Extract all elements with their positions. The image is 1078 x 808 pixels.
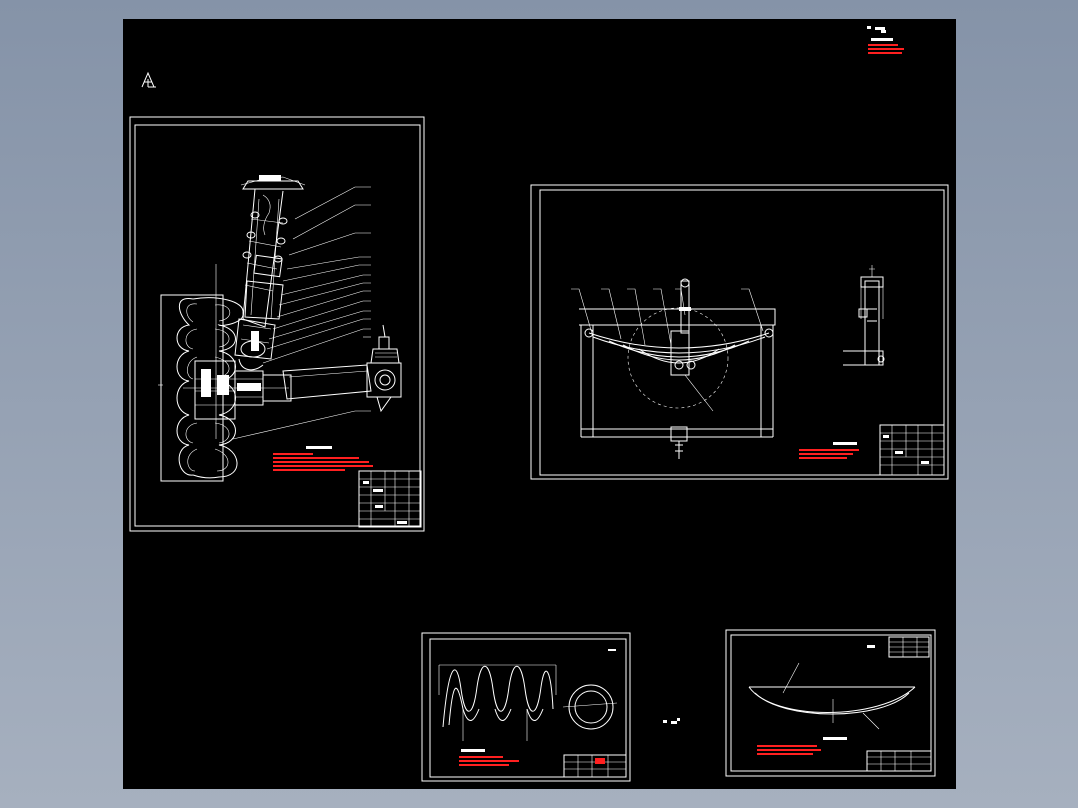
sheet-leaf-spring[interactable] [530,184,949,480]
tech-notes-assembly [273,446,373,471]
leaf-spring [584,278,774,412]
tech-notes-arc [757,737,847,755]
drawing-svg [129,26,949,782]
tech-notes-leaf [799,442,859,459]
inclined-strut [234,175,306,371]
spring-end-view [562,684,618,730]
leader-lines-leaf [571,288,764,346]
title-block-arc [866,750,932,772]
spec-table-arc [867,636,930,658]
sheet-assembly[interactable] [129,116,425,532]
title-block-leaf [879,424,945,476]
sheet-arc-part[interactable] [725,629,936,777]
lateral-rod [282,324,402,413]
side-view-damper [843,265,885,366]
tech-notes-coil [459,749,519,766]
sheet-outer-border [421,632,631,782]
sheet-outer-border [725,629,936,777]
arc-plate-view [748,662,916,730]
loose-note-mid [663,718,680,724]
title-block-assembly [358,470,422,528]
sheet-coil-spring[interactable] [421,632,631,782]
model-space-canvas[interactable] [123,19,956,789]
ucs-axis-icon [141,71,156,88]
sheet-inner-border [539,189,945,476]
sheet-outer-border [530,184,949,480]
axle-frame [579,308,776,459]
sheet-outer-border [129,116,425,532]
sheet-inner-border [134,124,421,527]
title-block-coil [563,754,627,778]
piston-hub [183,264,292,439]
loose-notes-top-right [867,26,904,54]
sheet-inner-border [429,638,627,778]
leader-lines [158,186,371,440]
coil-spring-view [438,664,557,741]
sheet-inner-border [730,634,932,772]
